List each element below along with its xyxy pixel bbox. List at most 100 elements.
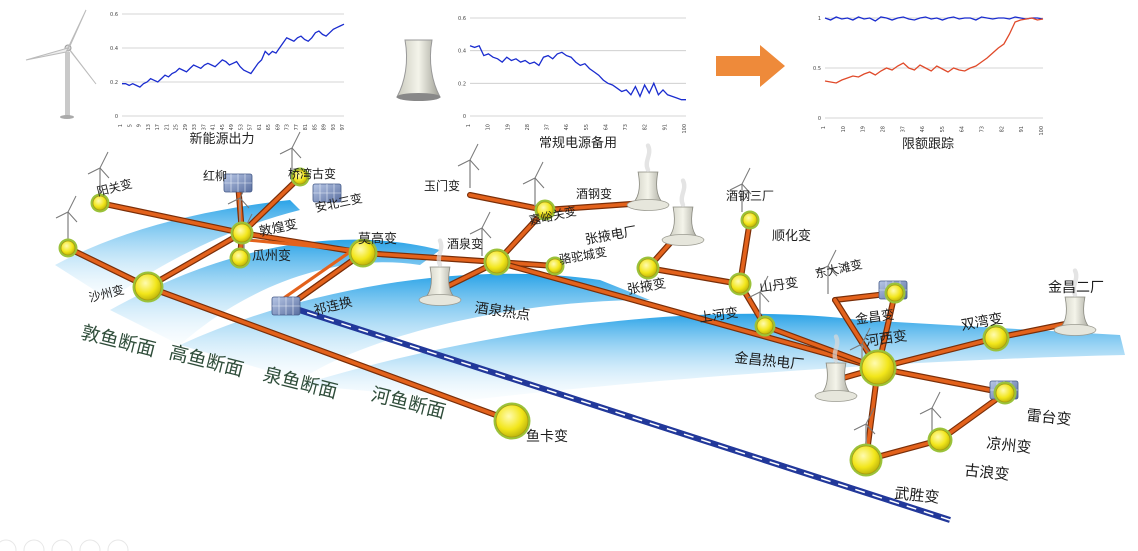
x-tick-label: 89 (322, 124, 328, 130)
transmission-line (938, 391, 1007, 442)
x-tick-label: 1 (821, 126, 827, 129)
station-label-zhangyedc: 张掖电厂 (584, 224, 638, 248)
y-tick-label: 0.4 (110, 46, 118, 52)
x-tick-label: 73 (623, 124, 629, 130)
x-tick-label: 65 (266, 124, 272, 130)
station-label-hongliu: 红柳 (203, 168, 227, 183)
x-tick-label: 100 (1039, 126, 1045, 136)
x-tick-label: 33 (192, 124, 198, 130)
x-tick-label: 21 (164, 124, 170, 130)
x-tick-label: 9 (137, 124, 143, 127)
x-tick-label: 37 (900, 126, 906, 132)
x-tick-label: 46 (920, 126, 926, 132)
wind-turbine-icon (279, 131, 302, 176)
station-label-jiuquan: 酒泉变 (447, 236, 483, 251)
station-label-jiugang3: 酒钢三厂 (726, 189, 774, 203)
x-tick-label: 49 (229, 124, 235, 130)
station-label-shunhua: 顺化变 (772, 228, 811, 244)
x-tick-label: 41 (211, 124, 217, 130)
substation-node (547, 258, 563, 274)
dc-line (289, 304, 951, 523)
x-tick-label: 5 (127, 124, 133, 127)
x-tick-label: 37 (201, 124, 207, 130)
cooling-tower-icon (661, 178, 705, 246)
x-tick-label: 53 (238, 124, 244, 130)
substation-node (756, 317, 774, 335)
x-tick-label: 97 (340, 124, 346, 130)
substation-node (929, 429, 951, 451)
station-label-hexi: 河西变 (864, 328, 908, 350)
transmission-line (468, 193, 547, 212)
station-label-yangguan: 阳关变 (95, 176, 134, 199)
station-label-jinchang2: 金昌二厂 (1048, 280, 1104, 296)
x-tick-label: 1 (118, 124, 124, 127)
x-tick-label: 91 (1019, 126, 1025, 132)
chart-title: 限额跟踪 (902, 137, 954, 152)
y-tick-label: 0 (115, 114, 118, 120)
transmission-line (646, 266, 742, 286)
x-tick-label: 73 (980, 126, 986, 132)
station-label-jiugang: 酒钢变 (576, 186, 612, 201)
transmission-line (240, 175, 302, 235)
x-tick-label: 57 (248, 124, 254, 130)
station-label-guazhou: 瓜州变 (252, 248, 291, 264)
substation-node (231, 249, 249, 267)
transmission-line (247, 238, 353, 252)
station-label-luotuo: 骆驼城变 (558, 244, 608, 267)
series-line (469, 44, 686, 101)
cooling-tower-icon (1053, 268, 1097, 336)
wind-turbine-icon (729, 167, 752, 212)
y-tick-label: 0 (818, 116, 821, 122)
wind-turbine-icon (522, 161, 545, 206)
x-tick-label: 64 (603, 124, 609, 130)
x-tick-label: 64 (960, 126, 966, 132)
x-tick-label: 28 (525, 124, 531, 130)
x-tick-label: 1 (466, 124, 472, 127)
series-line (824, 17, 1044, 84)
station-label-wusheng: 武胜变 (894, 484, 941, 507)
x-tick-label: 13 (146, 124, 152, 130)
y-tick-label: 1 (818, 16, 821, 22)
wind-turbine-icon (25, 9, 97, 119)
station-label-jinchangrd: 金昌热电厂 (734, 350, 805, 373)
station-label-leitai: 雷台变 (1026, 406, 1073, 429)
y-tick-label: 0.2 (458, 81, 466, 87)
x-tick-label: 93 (331, 124, 337, 130)
transmission-line (361, 251, 499, 264)
station-label-yuka: 鱼卡变 (526, 428, 568, 445)
chart-title: 新能源出力 (189, 131, 254, 147)
arrow-icon (716, 45, 785, 87)
wind-turbine-icon (815, 249, 838, 294)
x-tick-label: 100 (682, 124, 688, 134)
substation-node (638, 258, 658, 278)
solar-panel-icon (223, 173, 253, 193)
substation-node (742, 212, 758, 228)
station-label-qiaowan: 桥湾古变 (288, 166, 336, 181)
station-label-zhangye: 张掖变 (626, 275, 667, 298)
wind-turbine-icon (469, 211, 492, 256)
substation-node (292, 169, 308, 185)
substation-node (851, 445, 881, 475)
transmission-line (146, 231, 244, 289)
x-tick-label: 82 (643, 124, 649, 130)
wind-turbine-icon (457, 143, 480, 188)
y-tick-label: 0.6 (458, 16, 466, 22)
station-label-shandan: 山丹变 (758, 275, 799, 296)
transmission-line (146, 285, 514, 423)
substation-nodes (58, 167, 1017, 477)
station-label-dongdatan: 东大滩变 (814, 256, 864, 281)
station-label-dunhuang: 敦煌变 (258, 216, 299, 240)
cooling-tower-icon (418, 238, 462, 306)
y-tick-label: 0 (463, 114, 466, 120)
substation-node (92, 195, 108, 211)
chart-title: 常规电源备用 (539, 135, 617, 151)
wind-turbine-icon (747, 275, 770, 320)
x-tick-label: 85 (312, 124, 318, 130)
station-label-liangzhou: 凉州变 (986, 434, 1033, 457)
x-tick-label: 77 (294, 124, 300, 130)
x-tick-label: 10 (486, 124, 492, 130)
transmission-line (280, 245, 358, 302)
